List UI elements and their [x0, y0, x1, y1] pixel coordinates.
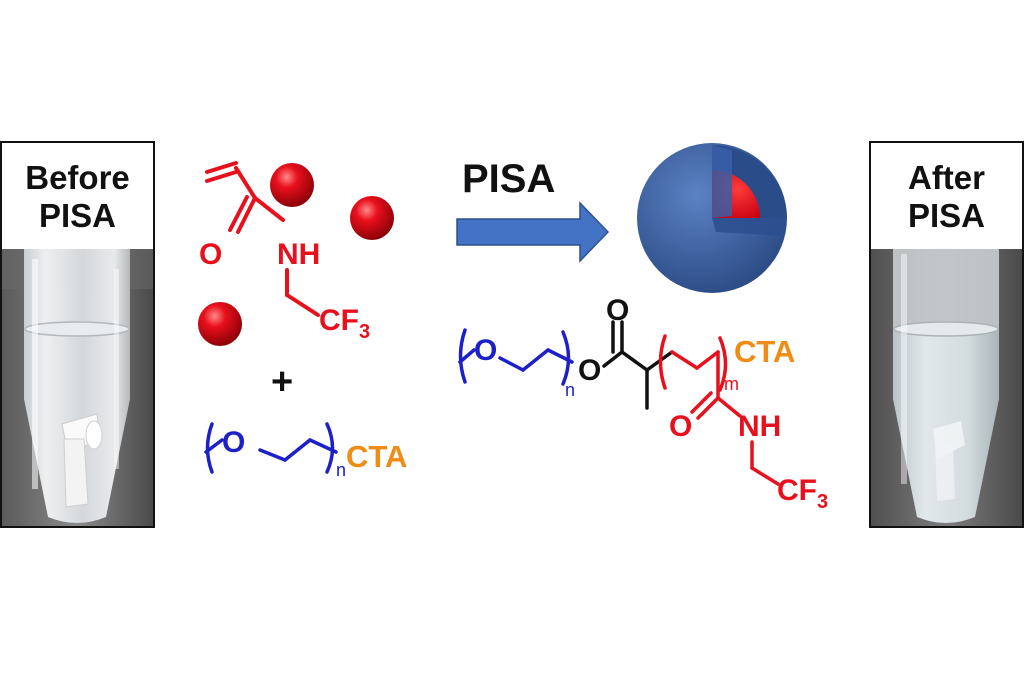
monomer-structure — [205, 161, 320, 317]
bcp-peg-bond-2 — [498, 356, 525, 372]
before-label-line1: Before — [25, 159, 130, 196]
monomer-sphere-2 — [350, 196, 394, 240]
ester-o-c-bond — [602, 350, 624, 368]
after-label-line1: After — [907, 159, 985, 196]
vinyl-double-bond — [205, 170, 238, 183]
ptfea-bracket-left — [658, 334, 667, 390]
before-tube-photo — [2, 249, 153, 526]
bcp-peg-oxygen: O — [474, 334, 497, 367]
before-pisa-panel: Before PISA — [0, 141, 155, 528]
ch2-cf3-bond-bcp — [750, 466, 780, 486]
amide-carbonyl-double — [690, 391, 713, 414]
bcp-peg-bond-1 — [458, 348, 476, 364]
block-copolymer-backbone — [602, 320, 674, 410]
bcp-nh: NH — [738, 410, 781, 443]
vinyl-bond — [205, 161, 238, 174]
peg-bracket-left — [205, 422, 214, 474]
bcp-peg-bond-3 — [521, 348, 550, 372]
bcp-m: m — [724, 374, 739, 394]
shell-wall-left — [712, 145, 732, 218]
monomer-sphere-1 — [270, 163, 314, 207]
block-copolymer-peg — [458, 328, 574, 386]
monomer-carbonyl-o: O — [199, 238, 222, 271]
amide-bond — [253, 196, 285, 222]
amide-n-bond — [716, 396, 742, 418]
after-pisa-panel: After PISA — [869, 141, 1024, 528]
block-copolymer-ptfea — [658, 334, 780, 486]
macro-cta-structure — [204, 422, 338, 474]
alpha-bond — [234, 166, 257, 200]
peg-bracket-right — [325, 422, 335, 474]
bcp-amide-oxygen: O — [669, 410, 692, 443]
bcp-peg-bracket-left — [458, 328, 467, 384]
bcp-cta: CTA — [734, 334, 795, 369]
monomer-sphere-3 — [198, 302, 242, 346]
peg-bond-2 — [258, 448, 287, 462]
ptfea-bond-1 — [670, 350, 699, 370]
bcp-cf3: CF3 — [777, 474, 828, 513]
core-shell-particle — [637, 143, 787, 293]
carbonyl-double-bond — [228, 195, 249, 232]
bcp-ester-oxygen: O — [578, 354, 601, 387]
peg-bond-1 — [204, 438, 224, 454]
ptfea-bracket-right — [718, 336, 728, 392]
monomer-cf3: CF3 — [319, 304, 370, 343]
after-tube-photo — [871, 249, 1022, 526]
ptfea-bond-2 — [695, 350, 720, 370]
carbonyl-bond — [236, 196, 257, 234]
after-pisa-title: After PISA — [871, 159, 1022, 235]
amide-carbonyl-bond — [696, 396, 720, 420]
peg-bond-3 — [283, 438, 312, 462]
reaction-arrow — [456, 201, 610, 263]
before-label-line2: PISA — [38, 197, 117, 234]
after-label-line2: PISA — [907, 197, 986, 234]
shell-rim — [731, 149, 785, 211]
bcp-n: n — [565, 380, 575, 400]
macro-cta-cta: CTA — [346, 439, 407, 474]
plus-sign: + — [271, 361, 293, 403]
monomer-nh: NH — [277, 238, 320, 271]
before-pisa-title: Before PISA — [2, 159, 153, 235]
bcp-carbonyl-oxygen: O — [606, 294, 629, 327]
shell-wall-bottom — [712, 218, 787, 236]
macro-cta-oxygen: O — [222, 426, 245, 459]
ester-alpha-bond — [620, 350, 649, 372]
arrow-label: PISA — [462, 157, 555, 201]
ch2-cf3-bond — [285, 293, 320, 317]
bcp-peg-bracket-right — [561, 330, 571, 386]
macro-cta-n: n — [336, 460, 346, 480]
